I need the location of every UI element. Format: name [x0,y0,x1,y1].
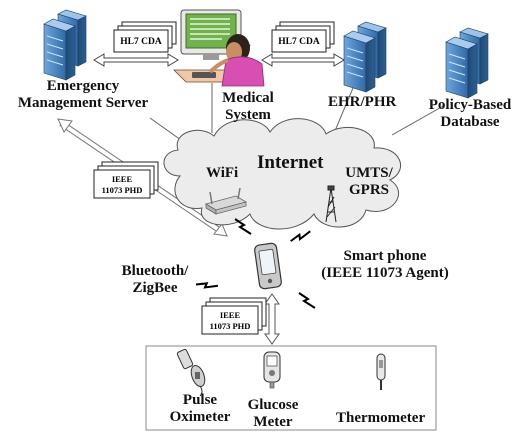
thermometer-label: Thermometer [336,410,426,426]
hl7-doc-left: HL7 CDA [113,21,177,53]
ehr-server-icon [343,21,387,93]
ehr-phr-label: EHR/PHR [328,94,397,110]
emergency-server-icon [43,9,87,81]
hl7-label: HL7 CDA [278,37,320,47]
pulse-oximeter-icon [176,348,206,397]
pulse-oximeter-label: Pulse Oximeter [169,392,231,425]
medical-operator-icon [173,9,265,87]
ieee-label-line2: 11073 PHD [210,321,251,331]
ieee-label-line1: IEEE [220,310,241,320]
umts-gprs-label: UMTS/ GPRS [345,165,393,198]
database-server-icon [445,27,489,99]
glucose-meter-label: Glucose Meter [247,397,299,430]
ieee-label-line1: IEEE [112,174,133,184]
ieee-doc-upper: IEEE 11073 PHD [93,161,159,199]
bluetooth-zigbee-label: Bluetooth/ ZigBee [121,263,189,296]
wifi-label: WiFi [206,165,239,181]
cell-tower-icon [325,185,337,223]
emergency-server-label: Emergency Management Server [17,78,149,111]
wireless-bolt-cellular [289,225,312,248]
smartphone-icon [254,242,282,290]
wireless-bolt-wifi [234,218,252,235]
wireless-bolt-sensors [298,292,316,309]
hl7-doc-right: HL7 CDA [271,21,335,53]
sensor-group-box [145,345,437,431]
thermometer-icon [376,353,386,390]
medical-system-label: Medical System [222,90,274,123]
internet-label: Internet [257,152,324,173]
policy-database-label: Policy-Based Database [428,97,512,130]
smartphone-label: Smart phone (IEEE 11073 Agent) [321,248,449,281]
ieee-label-line2: 11073 PHD [102,185,143,195]
phone-sensor-arrow [264,293,280,345]
wifi-router-icon [204,187,248,215]
hl7-label: HL7 CDA [120,37,162,47]
glucose-meter-icon [263,351,281,389]
ieee-doc-lower: IEEE 11073 PHD [201,297,267,335]
